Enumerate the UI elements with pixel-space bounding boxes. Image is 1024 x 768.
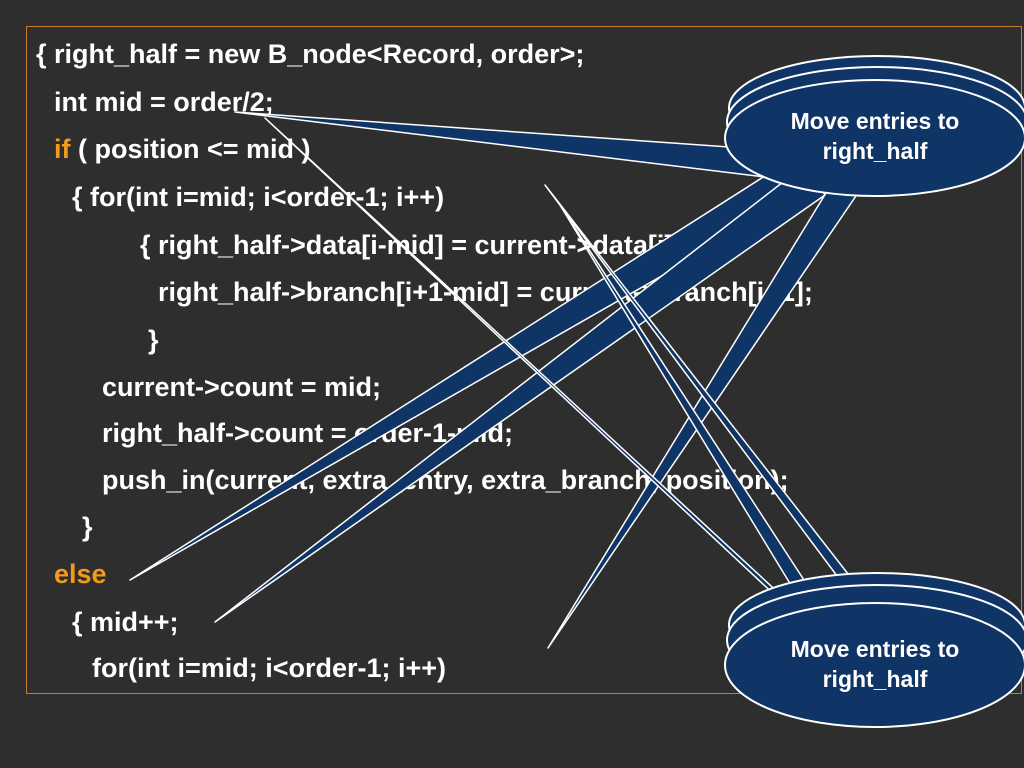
code-line-11: } <box>82 512 93 542</box>
callout-bottom-label: Move entries to right_half <box>790 636 960 692</box>
slide-frame <box>26 26 1022 694</box>
keyword-else: else <box>54 559 107 589</box>
keyword-if: if <box>54 134 71 164</box>
callout-top-label: Move entries to right_half <box>790 108 960 164</box>
code-line-7: } <box>148 325 159 355</box>
code-line-3: if ( position <= mid ) <box>54 133 311 165</box>
code-line-2: int mid = order/2; <box>54 87 274 117</box>
pointer-top-2 <box>129 159 813 581</box>
code-line-12: else <box>54 558 107 590</box>
code-line-14: for(int i=mid; i<order-1; i++) <box>92 653 447 683</box>
callout-top-bubble <box>724 79 1024 197</box>
code-line-8: current->count = mid; <box>102 372 382 402</box>
code-line-1: { right_half = new B_node<Record, order>… <box>36 39 585 69</box>
code-line-4: { for(int i=mid; i<order-1; i++) <box>72 182 445 212</box>
code-line-13: { mid++; <box>72 607 179 637</box>
callout-bottom-bubble <box>724 602 1024 728</box>
if-condition: ( position <= mid ) <box>70 134 311 164</box>
